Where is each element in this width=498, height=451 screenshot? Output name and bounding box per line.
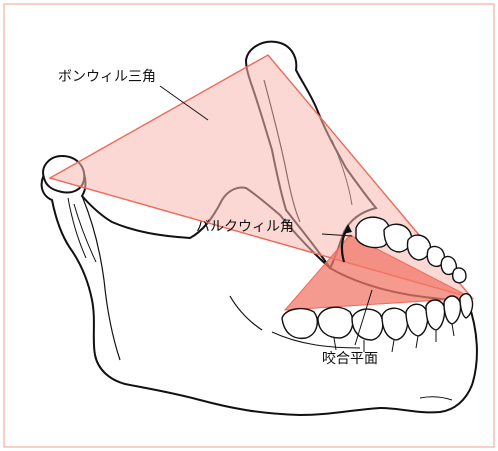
occlusal-plane-label: 咬合平面 (322, 352, 378, 366)
bonwill-triangle-label: ボンウィル三角 (58, 70, 156, 84)
balkwill-angle-label: バルクウィル角 (196, 220, 294, 234)
